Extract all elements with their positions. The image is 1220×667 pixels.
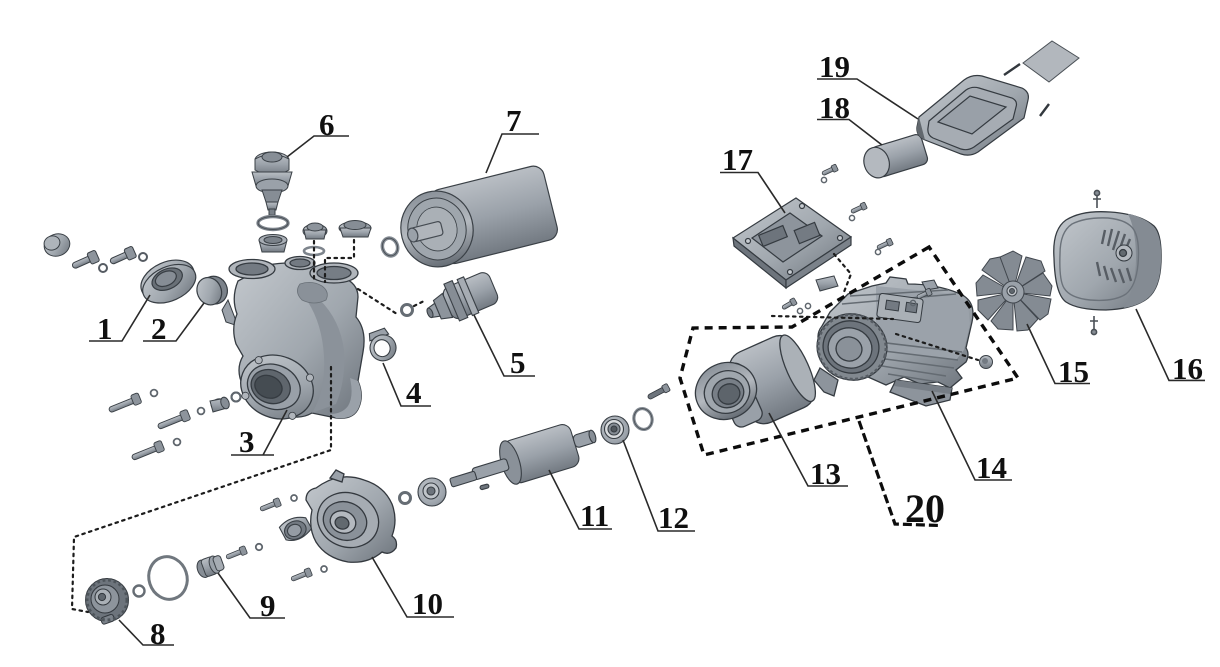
svg-text:8: 8 — [150, 616, 166, 651]
svg-text:17: 17 — [722, 142, 753, 177]
svg-text:13: 13 — [810, 456, 841, 491]
svg-text:20: 20 — [905, 486, 945, 531]
svg-text:4: 4 — [406, 375, 422, 410]
svg-text:2: 2 — [151, 311, 167, 346]
svg-text:9: 9 — [260, 588, 276, 623]
svg-text:14: 14 — [976, 450, 1007, 485]
svg-text:7: 7 — [506, 103, 522, 138]
svg-text:3: 3 — [239, 424, 255, 459]
svg-text:6: 6 — [319, 107, 335, 142]
svg-text:5: 5 — [510, 345, 526, 380]
svg-text:15: 15 — [1058, 354, 1089, 389]
svg-text:1: 1 — [97, 311, 113, 346]
svg-text:18: 18 — [819, 90, 850, 125]
svg-text:10: 10 — [412, 586, 443, 621]
svg-text:12: 12 — [658, 500, 689, 535]
svg-text:19: 19 — [819, 49, 850, 84]
svg-text:11: 11 — [580, 498, 609, 533]
svg-text:16: 16 — [1172, 351, 1203, 386]
